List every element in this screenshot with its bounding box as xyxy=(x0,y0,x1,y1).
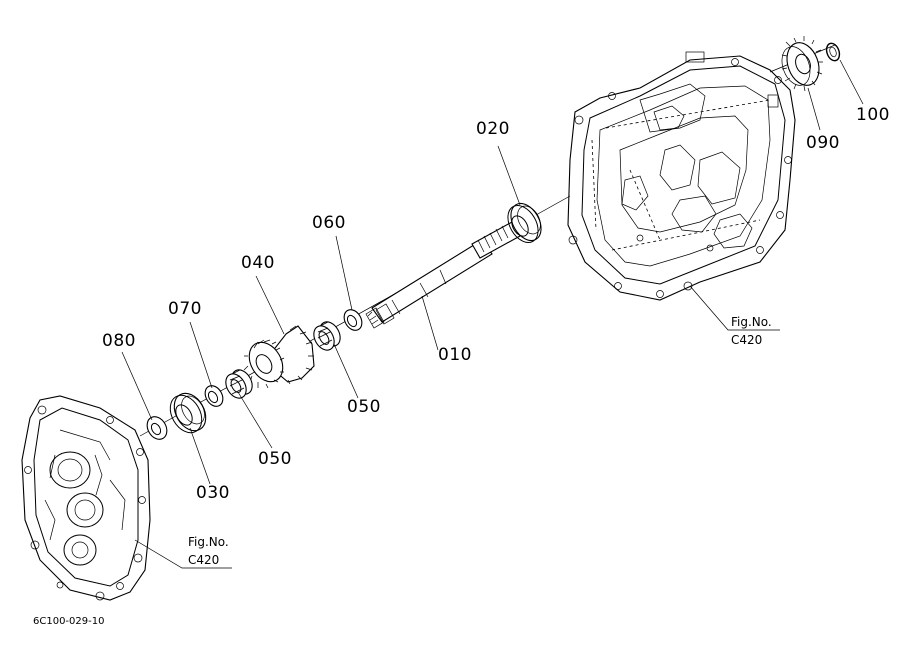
callout-050-upper: 050 xyxy=(347,397,381,417)
callout-090: 090 xyxy=(806,133,840,153)
drawing-id: 6C100-029-10 xyxy=(33,616,104,627)
callout-070: 070 xyxy=(168,299,202,319)
main-shaft-010 xyxy=(365,221,521,329)
leader-lines xyxy=(121,59,864,569)
gear-040 xyxy=(243,325,315,389)
collar-060 xyxy=(343,309,363,331)
collar-070 xyxy=(204,385,224,407)
figure-ref-left-number: C420 xyxy=(188,553,219,567)
callout-030: 030 xyxy=(196,483,230,503)
gear-090 xyxy=(781,36,823,92)
callout-020: 020 xyxy=(476,119,510,139)
figure-ref-right-label: Fig.No. xyxy=(731,315,772,329)
cover-case-left xyxy=(21,395,151,601)
callout-040: 040 xyxy=(241,253,275,273)
figure-ref-right-number: C420 xyxy=(731,333,762,347)
callout-050-lower: 050 xyxy=(258,449,292,469)
figure-ref-left-label: Fig.No. xyxy=(188,535,229,549)
callout-080: 080 xyxy=(102,331,136,351)
callout-100: 100 xyxy=(856,105,890,125)
bearing-020 xyxy=(507,202,542,243)
needle-bearing-050-lower xyxy=(225,369,253,399)
transmission-case-right xyxy=(567,51,796,301)
callout-060: 060 xyxy=(312,213,346,233)
collar-080 xyxy=(146,416,168,440)
callout-010: 010 xyxy=(438,345,472,365)
snap-ring-100 xyxy=(825,42,841,62)
bearing-030 xyxy=(169,392,207,434)
needle-bearing-050-upper xyxy=(313,321,341,351)
